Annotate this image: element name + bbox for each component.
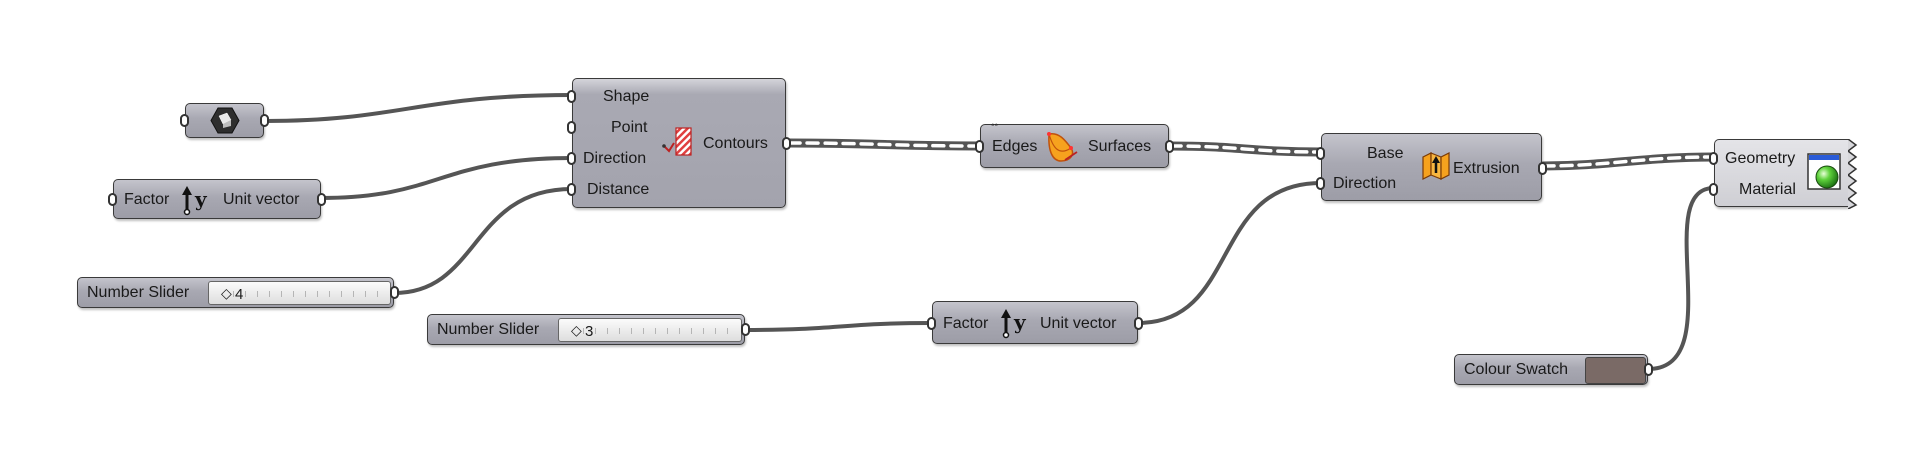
number-slider-2[interactable]: Number Slider ◇ 3 [427,314,750,345]
base-input-label: Base [1367,145,1404,162]
direction-input-label: Direction [1333,175,1397,192]
shape-input-port[interactable] [567,90,576,103]
direction-input-label: Direction [583,150,647,167]
unit-vector-output-label: Unit vector [1040,315,1117,332]
brep-param-icon [210,107,240,134]
edges-input-port[interactable] [975,140,984,153]
direction-input-port[interactable] [567,152,576,165]
output-port[interactable] [260,114,269,127]
colour-swatch-label: Colour Swatch [1464,361,1569,378]
svg-text:y: y [194,187,208,211]
colour-swatch-color[interactable] [1585,357,1646,384]
number-slider-1[interactable]: Number Slider ◇ 4 [77,277,399,308]
slider-label: Number Slider [87,284,190,301]
factor-input-port[interactable] [108,193,117,206]
geometry-input-label: Geometry [1725,150,1796,167]
wire-swatch-to-material [1646,186,1716,371]
extrude-icon [1422,152,1450,180]
distance-input-label: Distance [587,181,650,198]
contour-icon [662,127,692,156]
unit-vector-output-label: Unit vector [223,191,300,208]
custom-preview-component[interactable]: Geometry Material [1709,139,1858,209]
slider-output-port[interactable] [741,323,750,336]
svg-text:y: y [1013,310,1027,334]
factor-input-label: Factor [124,191,170,208]
unit-vector-component-1[interactable]: Factor y Unit vector [108,179,326,219]
material-input-port[interactable] [1709,183,1718,196]
contour-component[interactable]: Shape Point Direction Distance Contours [567,78,791,208]
slider-knob-icon[interactable]: ◇ [571,322,582,338]
colour-swatch-component[interactable]: Colour Swatch [1454,354,1653,385]
wire-slider-to-distance [392,187,574,295]
unit-vector-output-port[interactable] [317,193,326,206]
slider-track[interactable]: ◇ 3 [558,318,742,342]
input-port[interactable] [180,114,189,127]
unit-vector-component-2[interactable]: Factor y Unit vector [927,301,1143,344]
unit-vector-output-port[interactable] [1134,317,1143,330]
slider-track[interactable]: ◇ 4 [208,281,391,305]
wire-slider2-to-factor [743,321,934,332]
geometry-input-port[interactable] [1709,152,1718,165]
extrusion-output-port[interactable] [1538,162,1547,175]
material-input-label: Material [1739,181,1796,198]
slider-value: 4 [235,286,244,303]
direction-input-port[interactable] [1316,177,1325,190]
point-input-label: Point [611,119,648,136]
extrusion-output-label: Extrusion [1453,160,1520,177]
zigzag-edge-icon [1848,139,1858,209]
boundary-surfaces-component[interactable]: ◦◦ Edges Surfaces [975,120,1174,168]
colour-output-port[interactable] [1644,363,1653,376]
edges-input-label: Edges [992,138,1038,155]
custom-preview-icon [1807,153,1841,190]
surfaces-output-port[interactable] [1165,140,1174,153]
surfaces-output-label: Surfaces [1088,138,1152,155]
wire-unitvector-to-direction [319,156,574,200]
unit-y-icon: y [182,186,208,216]
shape-input-label: Shape [603,88,650,105]
contours-output-label: Contours [703,135,768,152]
slider-knob-icon[interactable]: ◇ [221,285,232,301]
factor-input-label: Factor [943,315,989,332]
factor-input-port[interactable] [927,317,936,330]
base-input-port[interactable] [1316,147,1325,160]
wire-geometry-to-shape [263,93,574,123]
slider-output-port[interactable] [390,286,399,299]
graft-indicator-icon: ◦◦ [991,120,999,131]
wire-unitvector2-to-extrude-direction [1136,181,1323,325]
distance-input-port[interactable] [567,183,576,196]
slider-label: Number Slider [437,321,540,338]
contours-output-port[interactable] [782,137,791,150]
extrude-component[interactable]: Base Direction Extrusion [1316,133,1547,201]
unit-y-icon: y [1001,309,1027,339]
point-input-port[interactable] [567,121,576,134]
slider-value: 3 [585,323,594,340]
geometry-parameter[interactable] [180,103,269,138]
boundary-surfaces-icon [1047,132,1078,162]
